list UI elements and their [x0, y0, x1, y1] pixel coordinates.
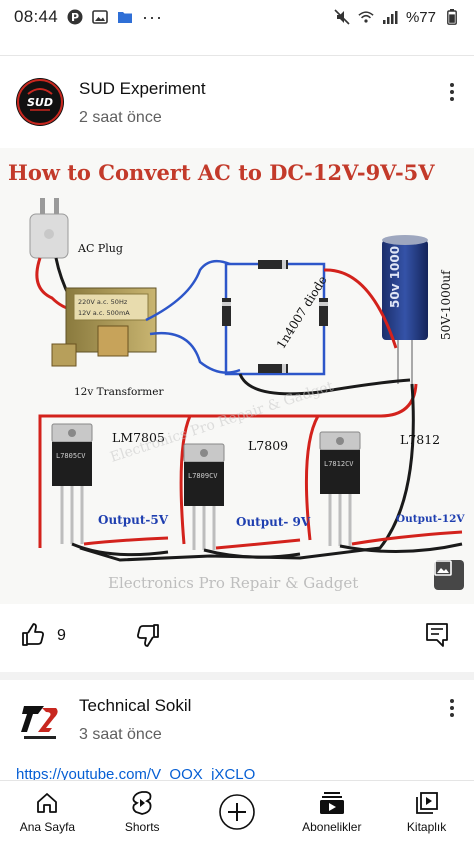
- regulator-l7809: L7809CV: [183, 443, 225, 550]
- output-12v-label: Output-12V: [396, 513, 465, 525]
- post-header: SUD SUD Experiment 2 saat önce: [0, 68, 474, 146]
- post2-link[interactable]: https://youtube.com/V_OOX_jXCLO: [16, 766, 256, 780]
- reg3-label: L7812: [400, 432, 440, 447]
- ac-plug-label: AC Plug: [77, 242, 123, 255]
- status-more: ···: [142, 6, 164, 27]
- post-timestamp: 2 saat önce: [79, 109, 162, 126]
- post2-avatar[interactable]: [16, 696, 64, 744]
- more-options-icon[interactable]: [440, 78, 464, 106]
- image-gallery-icon[interactable]: [434, 560, 464, 590]
- status-time: 08:44: [14, 7, 59, 26]
- pinterest-icon: P: [67, 9, 83, 25]
- status-bar: 08:44 P ··· %77: [0, 0, 474, 34]
- home-icon: [33, 790, 61, 816]
- signal-icon: [382, 9, 398, 25]
- diagram-title: How to Convert AC to DC-12V-9V-5V: [8, 160, 435, 185]
- wifi-icon: [358, 9, 374, 25]
- reg2-label: L7809: [248, 438, 288, 453]
- library-icon: [413, 790, 441, 816]
- capacitor-print: 50v 1000: [388, 246, 402, 308]
- section-divider: [0, 672, 474, 680]
- bottom-nav: Ana Sayfa Shorts Abonelikler Kitaplık: [0, 780, 474, 842]
- post-image[interactable]: How to Convert AC to DC-12V-9V-5V AC Plu…: [0, 148, 474, 604]
- channel-avatar[interactable]: SUD: [16, 78, 64, 126]
- reg1-print: L7805CV: [56, 452, 86, 460]
- transformer-rating-2: 12V a.c. 500mA: [78, 309, 130, 317]
- capacitor: 50v 1000: [382, 235, 428, 340]
- nav-shorts-label: Shorts: [124, 819, 160, 834]
- nav-library-label: Kitaplık: [406, 819, 447, 834]
- top-divider: [0, 38, 474, 56]
- transformer-rating-1: 220V a.c. 50Hz: [78, 298, 128, 306]
- shorts-icon: [128, 790, 156, 816]
- ac-plug: [29, 198, 69, 259]
- channel-name[interactable]: SUD Experiment: [79, 79, 206, 98]
- reg2-print: L7809CV: [188, 472, 218, 480]
- subscriptions-icon: [318, 790, 346, 816]
- nav-create[interactable]: [190, 781, 285, 842]
- comment-icon[interactable]: [422, 620, 452, 650]
- svg-text:P: P: [71, 11, 79, 24]
- output-9v-label: Output- 9V: [236, 515, 311, 529]
- mute-icon: [334, 9, 350, 25]
- transformer: 220V a.c. 50Hz 12V a.c. 500mA: [51, 287, 157, 367]
- nav-home[interactable]: Ana Sayfa: [0, 781, 95, 842]
- post2-timestamp: 3 saat önce: [79, 726, 162, 743]
- like-count: 9: [57, 627, 66, 644]
- nav-subscriptions[interactable]: Abonelikler: [284, 781, 379, 842]
- post2-channel-name[interactable]: Technical Sokil: [79, 696, 192, 715]
- reg3-print: L7812CV: [324, 460, 354, 468]
- transformer-label: 12v Transformer: [74, 386, 164, 398]
- post-actions: 9: [0, 612, 474, 660]
- like-icon[interactable]: [18, 620, 48, 650]
- post2-more-options-icon[interactable]: [440, 694, 464, 722]
- regulator-l7812: L7812CV: [319, 431, 361, 546]
- output-5v-label: Output-5V: [98, 513, 169, 527]
- avatar-text: SUD: [27, 96, 53, 109]
- battery-level: %77: [405, 8, 436, 26]
- dislike-icon[interactable]: [133, 620, 163, 650]
- nav-home-label: Ana Sayfa: [19, 819, 76, 834]
- circuit-diagram: How to Convert AC to DC-12V-9V-5V AC Plu…: [8, 160, 465, 592]
- create-icon: [217, 792, 257, 832]
- watermark-bottom: Electronics Pro Repair & Gadget: [108, 574, 358, 592]
- battery-icon: [444, 9, 460, 25]
- regulator-lm7805: L7805CV: [51, 423, 93, 544]
- nav-library[interactable]: Kitaplık: [379, 781, 474, 842]
- capacitor-label: 50V-1000uf: [439, 269, 453, 340]
- nav-shorts[interactable]: Shorts: [95, 781, 190, 842]
- post2-header: Technical Sokil 3 saat önce: [0, 684, 474, 764]
- folder-icon: [117, 9, 133, 25]
- nav-subscriptions-label: Abonelikler: [302, 819, 362, 834]
- gallery-icon: [92, 9, 108, 25]
- reg1-label: LM7805: [112, 430, 165, 445]
